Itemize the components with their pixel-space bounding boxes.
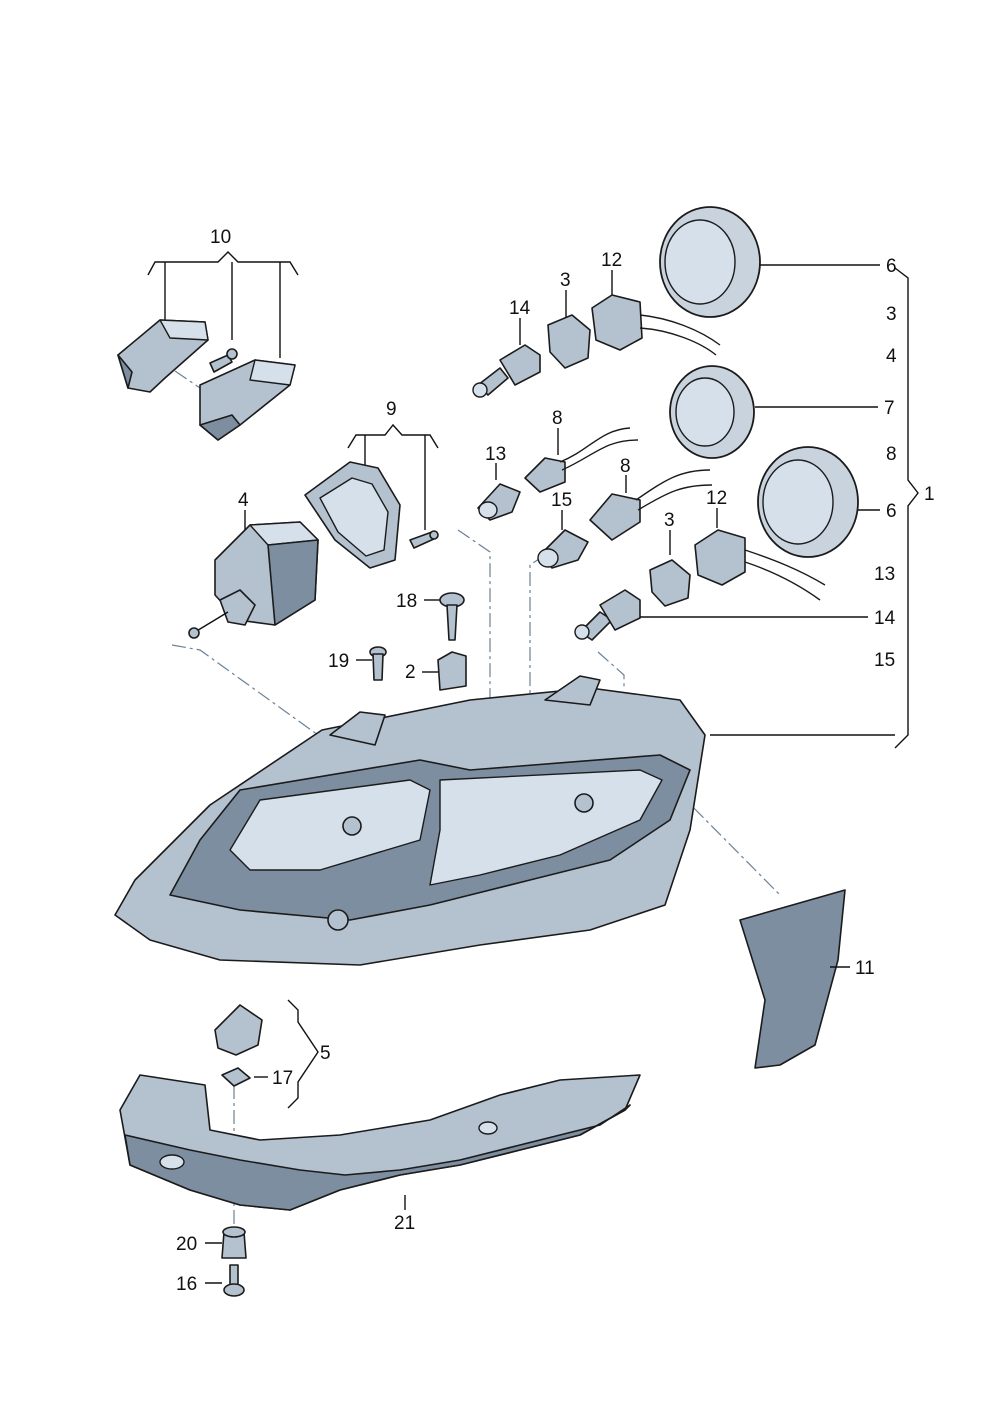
callout-14: 14 xyxy=(509,298,531,319)
part-14-bulb-lower xyxy=(574,589,868,641)
part-9-frame xyxy=(304,423,439,569)
part-19-bolt xyxy=(356,646,387,681)
callout-3: 3 xyxy=(664,510,675,531)
callout-11: 11 xyxy=(855,958,875,979)
callout-5: 5 xyxy=(320,1043,331,1064)
callout-8: 8 xyxy=(552,408,563,429)
part-21-lower-bracket xyxy=(119,1074,641,1211)
part-7-ring xyxy=(669,365,878,459)
callout-15: 15 xyxy=(874,650,895,671)
part-13-bulb xyxy=(477,463,521,521)
part-6-ring-top xyxy=(659,206,880,318)
callout-4: 4 xyxy=(238,490,249,511)
callout-9: 9 xyxy=(386,399,397,420)
callout-19: 19 xyxy=(328,651,349,672)
headlight-housing xyxy=(114,675,895,966)
part-20-grommet xyxy=(205,1226,247,1259)
callout-16: 16 xyxy=(176,1274,197,1295)
callout-8: 8 xyxy=(886,444,897,465)
callout-13: 13 xyxy=(874,564,895,585)
callout-8: 8 xyxy=(620,456,631,477)
callout-6: 6 xyxy=(886,256,897,277)
part-16-screw xyxy=(205,1264,245,1297)
callout-14: 14 xyxy=(874,608,896,629)
callout-20: 20 xyxy=(176,1234,197,1255)
part-2-nut xyxy=(422,651,467,691)
part-8-wire-upper xyxy=(524,427,639,493)
part-3-clip-lower xyxy=(649,530,691,607)
callout-4: 4 xyxy=(886,346,897,367)
callout-10: 10 xyxy=(210,227,231,248)
callout-2: 2 xyxy=(405,662,416,683)
callout-3: 3 xyxy=(560,270,571,291)
callout-18: 18 xyxy=(396,591,417,612)
part-8-wire-lower xyxy=(589,469,713,541)
callout-13: 13 xyxy=(485,444,506,465)
callout-3: 3 xyxy=(886,304,897,325)
callout-1: 1 xyxy=(924,484,935,505)
part-4-leveling-motor xyxy=(188,510,319,639)
callout-6: 6 xyxy=(886,501,897,522)
part-12-socket-lower xyxy=(694,508,826,601)
part-10-sensor-group xyxy=(117,251,299,441)
part-11-trim-panel xyxy=(739,889,850,1069)
callout-12: 12 xyxy=(706,488,727,509)
part-14-bulb-top xyxy=(472,318,541,398)
part-5-clip-group xyxy=(214,999,319,1109)
callout-15: 15 xyxy=(551,490,572,511)
part-6-ring-lower xyxy=(757,446,880,558)
brace-1 xyxy=(894,267,919,749)
part-15-bulb xyxy=(537,510,589,569)
callout-labels: 1 2 3 3 3 4 4 5 6 6 7 8 8 8 9 10 11 12 1… xyxy=(176,227,935,1295)
part-12-socket-top xyxy=(591,270,721,356)
callout-17: 17 xyxy=(272,1068,293,1089)
part-18-screw xyxy=(424,592,465,641)
callout-12: 12 xyxy=(601,250,622,271)
callout-7: 7 xyxy=(884,398,895,419)
part-3-clip-top xyxy=(547,290,591,369)
callout-21: 21 xyxy=(394,1213,415,1234)
